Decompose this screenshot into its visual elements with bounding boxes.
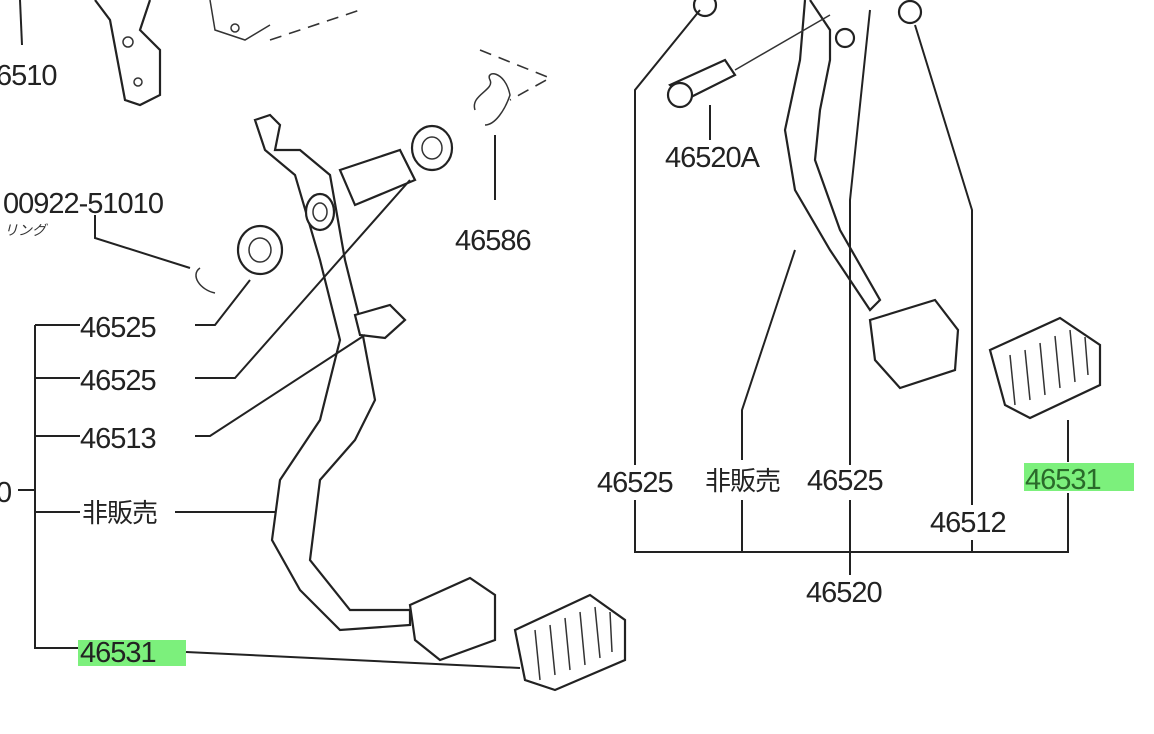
right-callout-lines <box>634 9 1069 575</box>
callout-not-for-sale: 非販売 <box>82 498 157 528</box>
callout-46525-b: 46525 <box>80 365 156 397</box>
right-callout-46512: 46512 <box>930 507 1006 539</box>
spring-label: 46586 <box>455 225 531 257</box>
left-pedal-drawing <box>195 73 627 692</box>
right-callout-not-for-sale: 非販売 <box>705 466 780 496</box>
right-callout-46531: 46531 <box>1025 464 1101 496</box>
callout-46531-left: 46531 <box>80 637 156 669</box>
ring-part-number: 00922-51010 <box>3 188 163 220</box>
callout-46513: 46513 <box>80 423 156 455</box>
left-bracket-drawing <box>19 0 552 107</box>
ring-name: リング <box>4 223 48 239</box>
callout-46525-a: 46525 <box>80 312 156 344</box>
partial-label-46510: 6510 <box>0 60 57 92</box>
group-partial-label: 0 <box>0 477 11 509</box>
highlight-46531-right <box>1024 463 1134 491</box>
assembly-label-46520: 46520 <box>806 577 882 609</box>
left-callout-lines <box>18 179 521 669</box>
right-pedal-drawing <box>666 0 1102 420</box>
right-callout-46525-b: 46525 <box>807 465 883 497</box>
pin-label: 46520A <box>665 142 761 174</box>
highlight-46531-left <box>78 640 186 666</box>
right-callout-46525-a: 46525 <box>597 467 673 499</box>
